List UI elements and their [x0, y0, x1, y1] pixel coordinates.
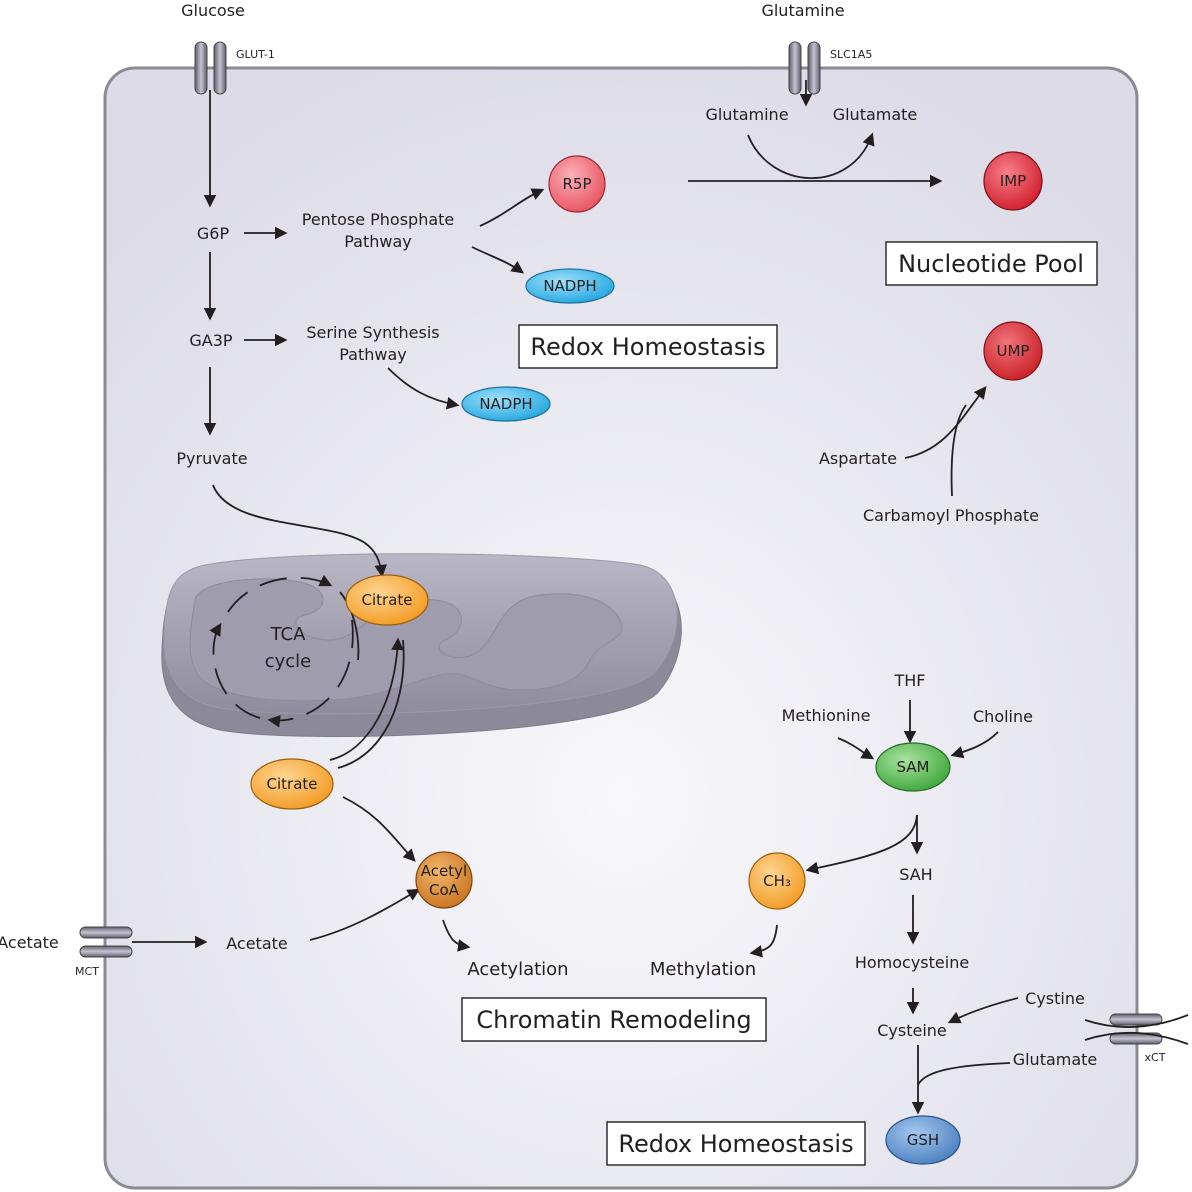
- aspartate-label: Aspartate: [819, 449, 897, 468]
- sah-label: SAH: [899, 865, 932, 884]
- acetate-external-label: Acetate: [0, 933, 59, 952]
- tca-label-line2: cycle: [265, 651, 312, 672]
- redox-homeostasis-box-1: Redox Homeostasis: [518, 324, 778, 369]
- carbamoyl-phosphate-label: Carbamoyl Phosphate: [863, 506, 1039, 525]
- methionine-label: Methionine: [782, 706, 871, 725]
- svg-text:IMP: IMP: [1000, 172, 1026, 190]
- svg-text:Redox Homeostasis: Redox Homeostasis: [618, 1130, 853, 1158]
- imp-node: IMP: [983, 151, 1043, 211]
- svg-text:UMP: UMP: [997, 342, 1030, 360]
- methylation-label: Methylation: [650, 959, 756, 980]
- thf-label: THF: [893, 671, 925, 690]
- glut1-label: GLUT-1: [236, 48, 275, 61]
- acetylation-label: Acetylation: [467, 959, 568, 980]
- tca-label-line1: TCA: [270, 624, 307, 645]
- svg-text:GSH: GSH: [907, 1131, 939, 1149]
- ppp-label-line1: Pentose Phosphate: [302, 210, 455, 229]
- ga3p-label: GA3P: [189, 331, 233, 350]
- acetate-label: Acetate: [226, 934, 288, 953]
- citrate-cyto-node: Citrate: [250, 758, 334, 810]
- svg-text:CH₃: CH₃: [763, 872, 791, 890]
- glutamate-2-label: Glutamate: [1013, 1050, 1098, 1069]
- chromatin-remodeling-box: Chromatin Remodeling: [461, 997, 767, 1042]
- mct-transporter: [79, 926, 133, 958]
- mitochondrion: [161, 553, 682, 737]
- pyruvate-label: Pyruvate: [176, 449, 247, 468]
- slc1a5-label: SLC1A5: [830, 48, 872, 61]
- redox-homeostasis-box-2: Redox Homeostasis: [606, 1121, 866, 1166]
- homocysteine-label: Homocysteine: [855, 953, 969, 972]
- ump-node: UMP: [983, 321, 1043, 381]
- slc1a5-transporter: [788, 41, 821, 95]
- svg-text:Chromatin Remodeling: Chromatin Remodeling: [476, 1006, 751, 1034]
- cysteine-label: Cysteine: [877, 1021, 947, 1040]
- ssp-label-line2: Pathway: [339, 345, 407, 364]
- cystine-label: Cystine: [1025, 989, 1085, 1008]
- svg-text:R5P: R5P: [562, 175, 591, 193]
- mct-label: MCT: [75, 965, 99, 978]
- svg-text:Citrate: Citrate: [362, 591, 413, 609]
- svg-text:Citrate: Citrate: [267, 775, 318, 793]
- nucleotide-pool-box: Nucleotide Pool: [885, 241, 1098, 286]
- xct-transporter: [1084, 1013, 1189, 1045]
- glutamine-external-label: Glutamine: [761, 1, 844, 20]
- nadph-node-2: NADPH: [461, 386, 551, 422]
- svg-text:Acetyl: Acetyl: [421, 862, 467, 880]
- ppp-label-line2: Pathway: [344, 232, 412, 251]
- r5p-node: R5P: [548, 155, 606, 213]
- svg-text:SAM: SAM: [896, 758, 929, 776]
- svg-text:NADPH: NADPH: [543, 277, 596, 295]
- svg-text:NADPH: NADPH: [479, 395, 532, 413]
- glutamate-label: Glutamate: [833, 105, 918, 124]
- arrows: [132, 80, 1019, 1115]
- gsh-node: GSH: [885, 1115, 961, 1165]
- g6p-label: G6P: [197, 224, 230, 243]
- acetyl-coa-node: Acetyl CoA: [415, 851, 473, 909]
- glucose-label: Glucose: [181, 1, 245, 20]
- ch3-node: CH₃: [748, 852, 806, 910]
- glutamine-label: Glutamine: [705, 105, 788, 124]
- svg-text:CoA: CoA: [429, 881, 460, 899]
- choline-label: Choline: [973, 707, 1033, 726]
- xct-label: xCT: [1145, 1051, 1166, 1064]
- svg-text:Redox Homeostasis: Redox Homeostasis: [530, 333, 765, 361]
- ssp-label-line1: Serine Synthesis: [306, 323, 439, 342]
- tca-cycle: [209, 574, 360, 728]
- svg-text:Nucleotide Pool: Nucleotide Pool: [898, 250, 1084, 278]
- citrate-mito-node: Citrate: [345, 574, 429, 626]
- sam-node: SAM: [875, 742, 951, 792]
- glut1-transporter: [194, 41, 227, 95]
- nadph-node-1: NADPH: [525, 268, 615, 304]
